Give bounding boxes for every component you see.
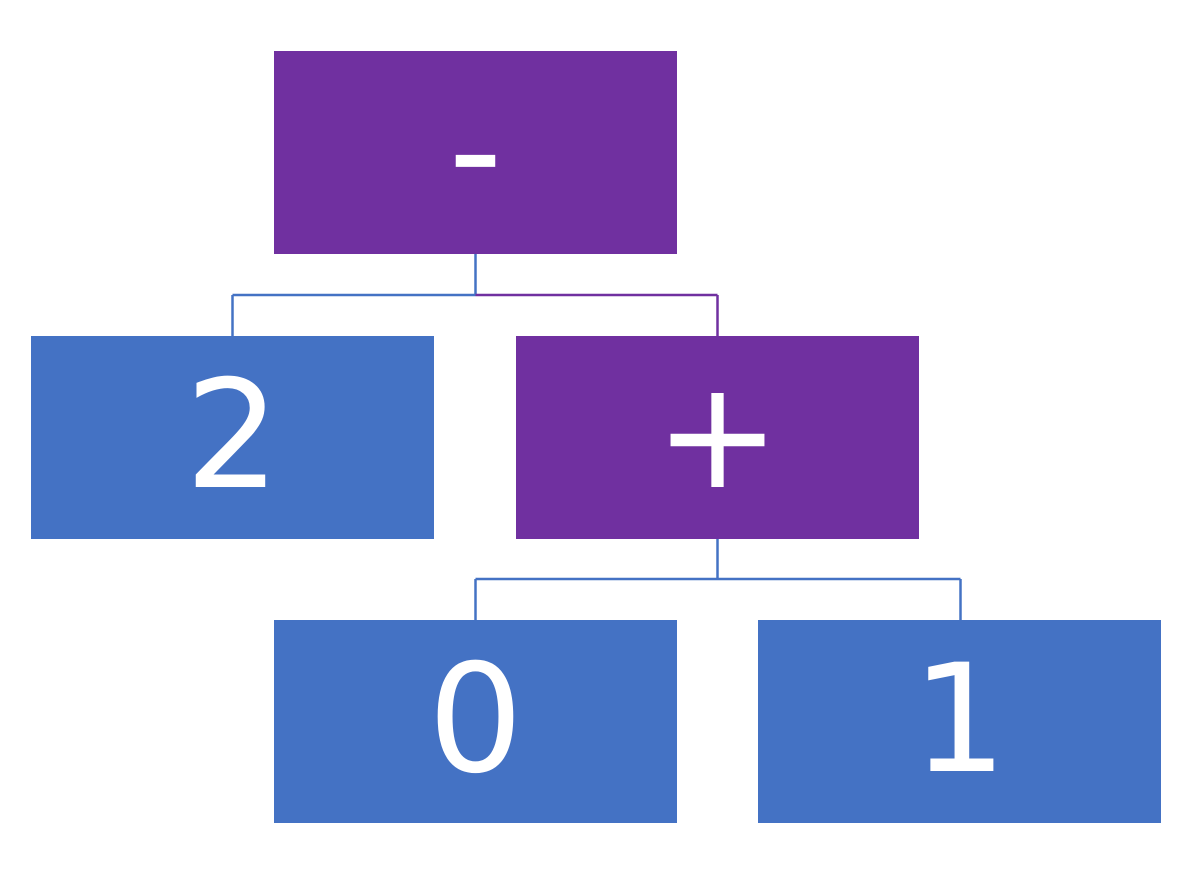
node-label: - xyxy=(448,63,503,238)
node-label: 0 xyxy=(427,632,524,807)
node-label: 2 xyxy=(184,348,281,523)
operand-node-two: 2 xyxy=(31,336,434,539)
operand-node-zero: 0 xyxy=(274,620,677,823)
node-label: + xyxy=(654,348,781,523)
node-label: 1 xyxy=(911,632,1008,807)
operator-node-minus: - xyxy=(274,51,677,254)
operator-node-plus: + xyxy=(516,336,919,539)
operand-node-one: 1 xyxy=(758,620,1161,823)
